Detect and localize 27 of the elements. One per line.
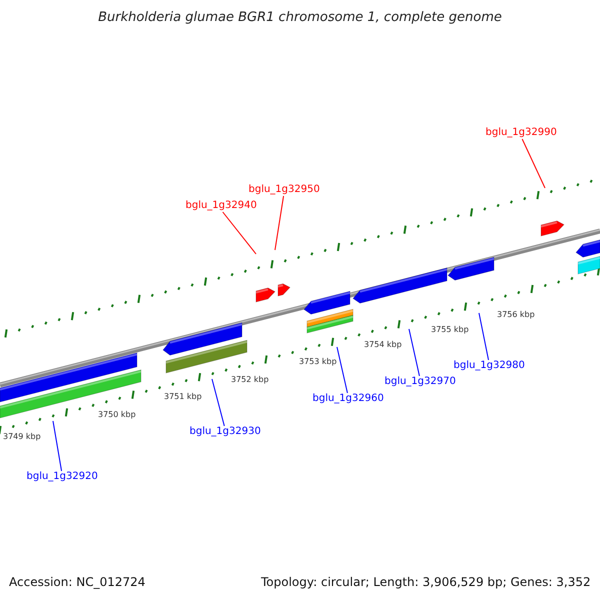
leader-line bbox=[222, 212, 256, 254]
accession-text: Accession: NC_012724 bbox=[9, 576, 146, 588]
leader-line bbox=[274, 196, 284, 250]
tick-label: 3752 kbp bbox=[231, 376, 269, 384]
gene-label: bglu_1g32990 bbox=[486, 128, 557, 138]
tick-label: 3750 kbp bbox=[98, 411, 136, 419]
gene-label: bglu_1g32980 bbox=[454, 361, 525, 371]
tick-label: 3755 kbp bbox=[431, 326, 469, 334]
leader-line bbox=[52, 420, 62, 472]
tick-label: 3753 kbp bbox=[299, 358, 337, 366]
gene-label: bglu_1g32930 bbox=[190, 427, 261, 437]
genome-summary-text: Topology: circular; Length: 3,906,529 bp; Genes: 3,352 bbox=[261, 576, 591, 588]
gene-label: bglu_1g32940 bbox=[186, 201, 257, 211]
leader-line bbox=[212, 378, 225, 426]
gene-label: bglu_1g32950 bbox=[248, 185, 320, 195]
tick-label: 3754 kbp bbox=[364, 341, 402, 349]
tick-label: 3751 kbp bbox=[164, 393, 202, 401]
leader-line bbox=[408, 328, 420, 376]
gene-label: bglu_1g32960 bbox=[312, 394, 384, 404]
tick-label: 3749 kbp bbox=[3, 433, 41, 441]
gene-label: bglu_1g32920 bbox=[26, 472, 98, 482]
leader-line bbox=[478, 312, 489, 360]
gene-label: bglu_1g32970 bbox=[384, 377, 456, 387]
leader-line bbox=[522, 138, 546, 188]
leader-line bbox=[336, 346, 348, 394]
title: Burkholderia glumae BGR1 chromosome 1, complete genome bbox=[97, 11, 503, 24]
tick-label: 3756 kbp bbox=[497, 311, 535, 319]
